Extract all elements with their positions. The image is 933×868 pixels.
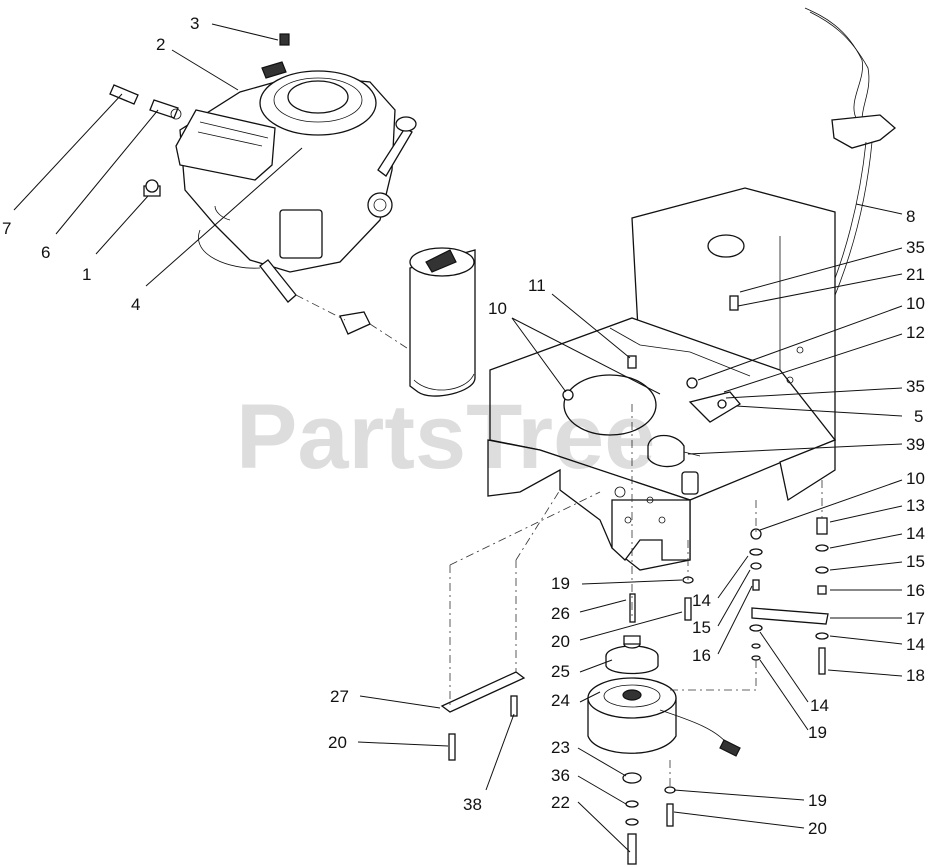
callout-19-c: 19 — [808, 791, 827, 810]
callout-10-left: 10 — [488, 299, 507, 318]
callout-5: 5 — [914, 407, 923, 426]
callout-7: 7 — [2, 219, 11, 238]
callout-38: 38 — [463, 795, 482, 814]
callout-12: 12 — [906, 323, 925, 342]
callout-23: 23 — [551, 738, 570, 757]
callout-21: 21 — [906, 265, 925, 284]
callout-13: 13 — [906, 496, 925, 515]
callout-17: 17 — [906, 609, 925, 628]
callout-15-a: 15 — [906, 552, 925, 571]
engine-illustration — [109, 33, 417, 303]
callout-19-b: 19 — [808, 723, 827, 742]
alignment-lines — [449, 404, 823, 790]
callout-20-b: 20 — [328, 733, 347, 752]
callout-16-b: 16 — [692, 646, 711, 665]
callout-2: 2 — [156, 35, 165, 54]
callout-36: 36 — [551, 766, 570, 785]
callout-15-b: 15 — [692, 618, 711, 637]
callout-14-c: 14 — [692, 591, 711, 610]
callout-14-a: 14 — [906, 524, 925, 543]
callout-35-top: 35 — [906, 238, 925, 257]
callout-8: 8 — [906, 207, 915, 226]
callout-26: 26 — [551, 604, 570, 623]
callout-3: 3 — [190, 14, 199, 33]
callout-24: 24 — [551, 691, 570, 710]
callout-18: 18 — [906, 666, 925, 685]
callout-39: 39 — [906, 435, 925, 454]
callout-1: 1 — [82, 265, 91, 284]
callout-20-a: 20 — [551, 632, 570, 651]
muffler-illustration — [295, 247, 476, 397]
callout-10-lower: 10 — [906, 469, 925, 488]
clutch-assembly-illustration — [440, 517, 829, 865]
chassis-frame-illustration — [487, 187, 837, 571]
callout-27: 27 — [330, 687, 349, 706]
callout-4: 4 — [131, 295, 140, 314]
callout-6: 6 — [41, 243, 50, 262]
leader-lines — [13, 23, 903, 853]
callout-labels: 3 2 7 6 1 4 8 35 21 11 10 10 12 35 5 39 … — [2, 14, 925, 838]
callout-20-c: 20 — [808, 819, 827, 838]
callout-10-right: 10 — [906, 294, 925, 313]
callout-11: 11 — [528, 276, 546, 295]
callout-16-a: 16 — [906, 581, 925, 600]
callout-25: 25 — [551, 662, 570, 681]
callout-14-d: 14 — [810, 696, 829, 715]
callout-14-b: 14 — [906, 635, 925, 654]
watermark-text: PartsTree — [236, 386, 655, 488]
callout-19-a: 19 — [551, 574, 570, 593]
callout-22: 22 — [551, 793, 570, 812]
callout-35-mid: 35 — [906, 377, 925, 396]
